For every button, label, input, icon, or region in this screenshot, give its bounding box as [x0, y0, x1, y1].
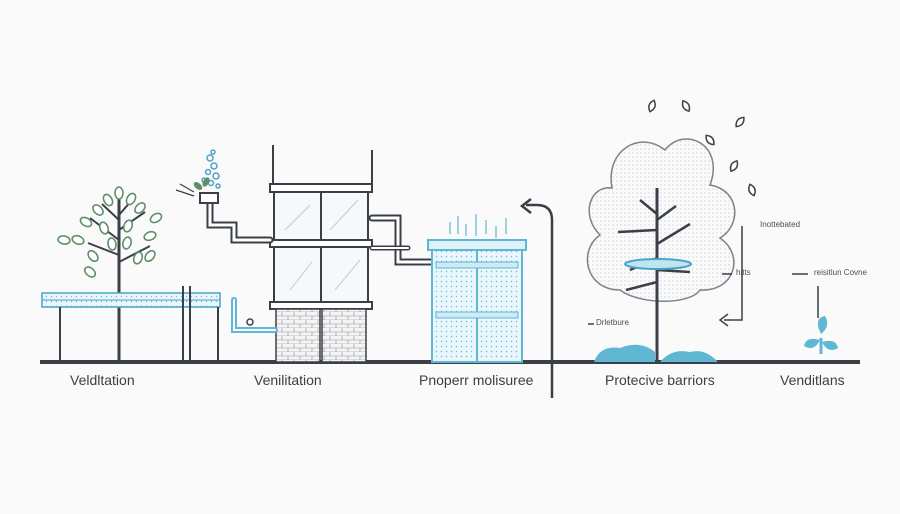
- label-section-4: Protecive barriors: [605, 372, 715, 388]
- callout-lines: [588, 226, 819, 327]
- building: [269, 145, 373, 363]
- large-tree: [586, 138, 736, 362]
- sprout-icon: [804, 316, 838, 354]
- moisture-tank: [427, 214, 527, 363]
- annotation-right: reisitlun Covne: [814, 268, 867, 277]
- annotation-top-right: Inottebated: [760, 220, 801, 229]
- small-leaf-icon: [175, 177, 210, 197]
- label-section-1: Veldltation: [70, 372, 135, 388]
- shelf-barrier: [41, 286, 221, 362]
- young-tree: [57, 186, 163, 362]
- pipes: [199, 192, 436, 333]
- label-section-5: Venditlans: [780, 372, 845, 388]
- label-section-3: Pnoperr molisuree: [419, 372, 534, 388]
- falling-leaves: [648, 99, 756, 197]
- annotation-middle: hitts: [736, 268, 751, 277]
- annotation-left-of-tree: Drletbure: [596, 318, 629, 327]
- label-section-2: Venilitation: [254, 372, 322, 388]
- up-arrow-icon: [519, 198, 554, 398]
